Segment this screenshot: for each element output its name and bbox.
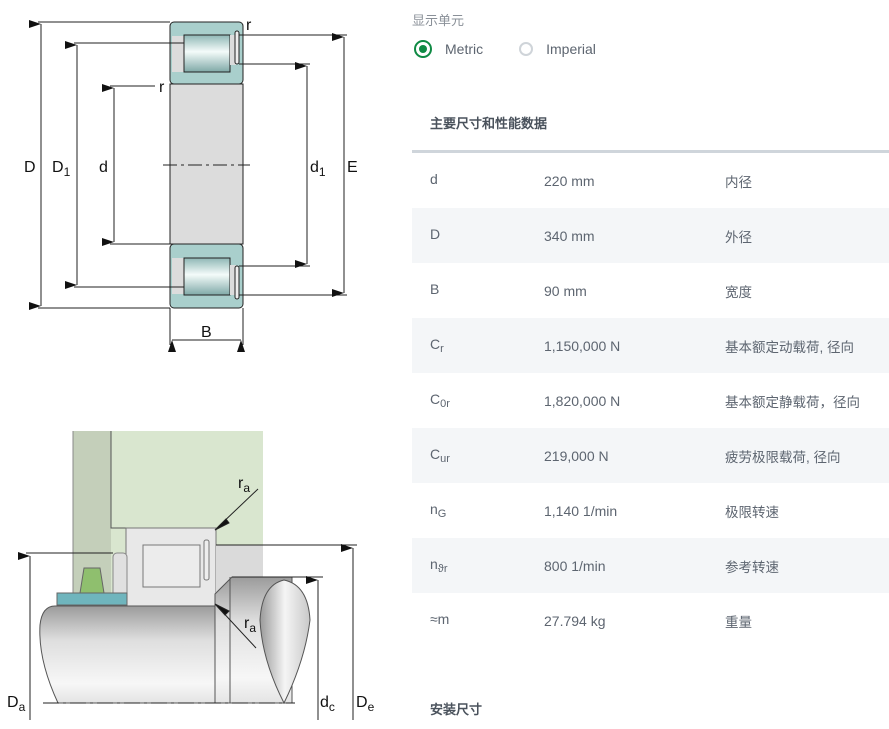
row-symbol: ≈m [430,611,450,627]
label-dc: dc [320,694,335,714]
table-row: Cur 219,000 N 疲劳极限载荷, 径向 [412,428,889,483]
dimension-lines-bottom [18,488,357,720]
radio-imperial-label[interactable]: Imperial [546,41,596,57]
radio-checked-icon[interactable] [414,40,432,58]
row-value: 1,140 1/min [544,502,618,519]
row-symbol: B [430,281,440,297]
main-dimensions-title: 主要尺寸和性能数据 [430,116,548,131]
label-ra-bottom: ra [244,615,256,635]
row-value: 220 mm [544,172,595,189]
product-data-panel: 显示单元 Metric Imperial 主要尺寸和性能数据 d 220 mm … [412,0,889,724]
label-r-top: r [246,17,252,34]
label-D1: D1 [52,159,71,179]
table-row: B 90 mm 宽度 [412,263,889,318]
row-description: 宽度 [725,284,752,300]
bearing-diagrams: D D1 d d1 E B r r [0,0,400,724]
row-description: 重量 [725,614,752,630]
row-description: 内径 [725,174,752,190]
row-symbol: Cr [430,336,444,355]
mounting-dimensions-title: 安装尺寸 [430,702,483,717]
radio-metric-label[interactable]: Metric [445,41,484,57]
row-symbol: d [430,171,438,187]
row-description: 极限转速 [725,504,779,520]
row-value: 1,150,000 N [544,337,621,354]
section-divider [412,150,889,153]
mounting-section-drawing [39,431,311,705]
row-symbol: nG [430,501,447,520]
row-value: 1,820,000 N [544,392,621,409]
radio-imperial[interactable]: Imperial [519,41,596,57]
table-row: D 340 mm 外径 [412,208,889,263]
row-symbol: D [430,226,441,242]
row-description: 疲劳极限载荷, 径向 [725,449,841,465]
table-row: ≈m 27.794 kg 重量 [412,593,889,648]
table-row: d 220 mm 内径 [412,153,889,208]
label-Da: Da [7,694,26,714]
table-row: Cr 1,150,000 N 基本额定动载荷, 径向 [412,318,889,373]
label-B: B [201,324,212,341]
table-row: C0r 1,820,000 N 基本额定静载荷，径向 [412,373,889,428]
label-r-inner: r [159,79,165,96]
label-E: E [347,159,358,176]
row-value: 219,000 N [544,447,609,464]
table-row: nG 1,140 1/min 极限转速 [412,483,889,538]
label-De: De [356,694,375,714]
units-label: 显示单元 [412,13,465,28]
row-value: 90 mm [544,282,587,299]
row-value: 340 mm [544,227,595,244]
label-d: d [99,159,108,176]
radio-unchecked-icon[interactable] [519,42,534,56]
radio-metric[interactable]: Metric [414,40,483,58]
dimension-lines-top [29,20,347,352]
row-value: 27.794 kg [544,612,606,629]
row-symbol: Cur [430,446,450,465]
row-symbol: C0r [430,391,450,410]
table-row: nϑr 800 1/min 参考转速 [412,538,889,593]
label-d1: d1 [310,159,326,179]
bearing-section-drawing [163,21,250,309]
specs-table: d 220 mm 内径 D 340 mm 外径 B 90 mm 宽度 Cr 1,… [412,153,889,648]
row-value: 800 1/min [544,557,606,574]
row-description: 基本额定动载荷, 径向 [725,339,855,355]
row-description: 外径 [725,229,752,245]
dimension-labels-top: D D1 d d1 E B r r [24,17,358,341]
label-ra-top: ra [238,475,250,495]
row-description: 参考转速 [725,559,779,575]
label-D: D [24,159,36,176]
row-description: 基本额定静载荷，径向 [725,394,860,410]
row-symbol: nϑr [430,556,448,575]
units-radio-group: Metric Imperial [414,40,632,58]
dimension-labels-bottom: ra ra Da dc De [7,475,375,714]
